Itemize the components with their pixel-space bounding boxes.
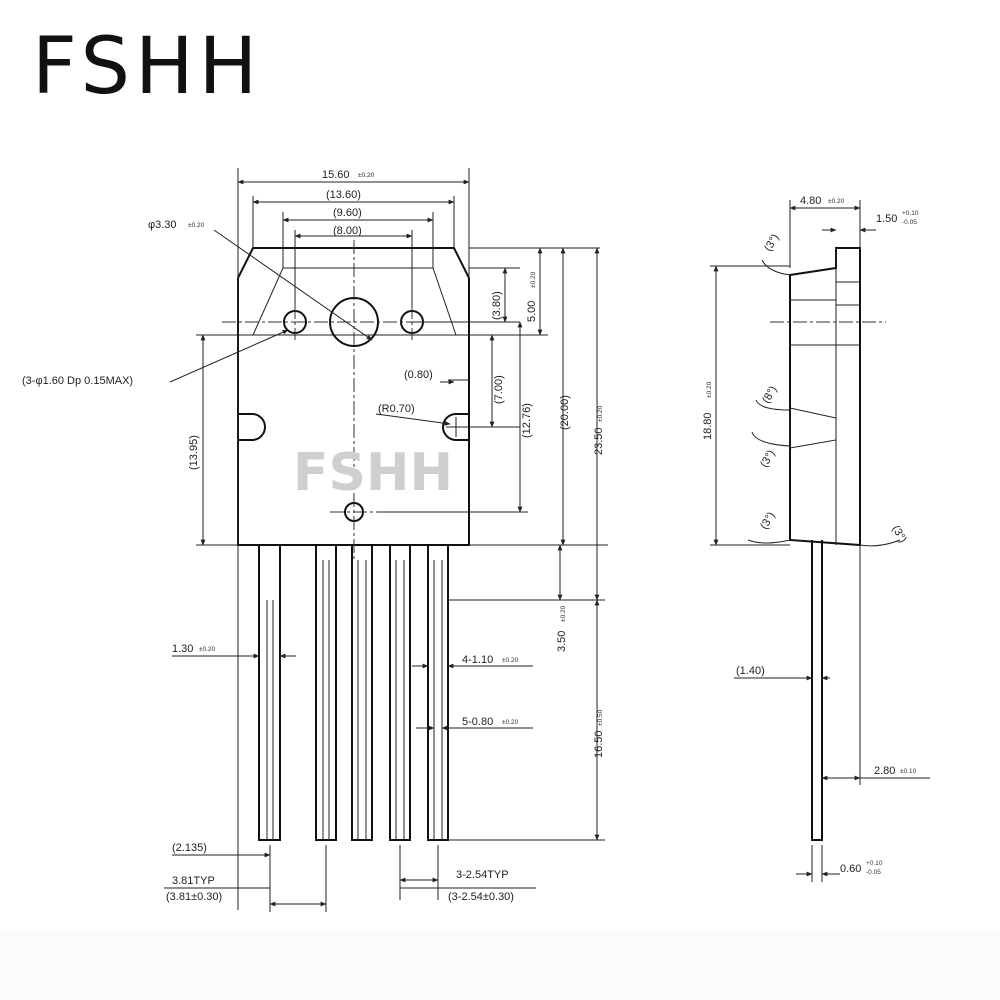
dim-w-130-tol: ±0.20 — [199, 646, 216, 653]
angle-3-mid: (3°) — [758, 448, 777, 469]
side-lead — [811, 540, 823, 841]
dim-h-1880: 18.80 — [702, 412, 714, 440]
dim-width-96: (9.60) — [333, 207, 362, 219]
dim-pitch-254-alt: (3-2.54±0.30) — [448, 891, 514, 903]
watermark: FSHH — [293, 443, 453, 503]
dim-w-480-tol: ±0.20 — [828, 198, 845, 205]
angle-3-left: (3°) — [758, 510, 777, 531]
dim-h-500: 5.00 — [526, 301, 538, 322]
dim-w-080-tol: ±0.20 — [502, 719, 519, 726]
dim-w-060-tol-dn: -0.05 — [866, 869, 881, 876]
dim-h-350-tol: ±0.20 — [560, 605, 567, 622]
dim-width-8: (8.00) — [333, 225, 362, 237]
dim-w-060-tol-up: +0.10 — [866, 860, 883, 867]
dim-w-2135: (2.135) — [172, 842, 207, 854]
dim-pitch-254: 3-2.54TYP — [456, 869, 509, 881]
dim-h-2000: (20.00) — [559, 395, 571, 430]
dim-width-136: (13.60) — [326, 189, 361, 201]
dim-width-total-tol: ±0.20 — [358, 172, 375, 179]
dim-h-080: (0.80) — [404, 369, 433, 381]
dim-pin-holes: (3-φ1.60 Dp 0.15MAX) — [22, 375, 133, 387]
dim-h-700: (7.00) — [493, 375, 505, 404]
dim-h-500-tol: ±0.20 — [530, 271, 537, 288]
dim-w-080: 5-0.80 — [462, 716, 493, 728]
dim-h-1650: 16.50 — [593, 730, 605, 758]
notch-right — [442, 413, 469, 441]
dim-w-140: (1.40) — [736, 665, 765, 677]
front-view: 15.60 ±0.20 (13.60) (9.60) (8.00) φ3.30 … — [22, 168, 608, 912]
dim-w-150: 1.50 — [876, 213, 897, 225]
dim-pitch-381-alt: (3.81±0.30) — [166, 891, 222, 903]
dim-w-060: 0.60 — [840, 863, 861, 875]
side-body — [789, 247, 861, 547]
angle-8: (8°) — [760, 384, 779, 405]
dim-h-380: (3.80) — [491, 291, 503, 320]
dim-pitch-381: 3.81TYP — [172, 875, 215, 887]
dim-w-150-tol-up: +0.10 — [902, 210, 919, 217]
dim-w-150-tol-dn: -0.05 — [902, 219, 917, 226]
dim-r-070: (R0.70) — [378, 403, 415, 415]
dim-hole-dia: φ3.30 — [148, 219, 177, 231]
dim-h-350: 3.50 — [556, 631, 568, 652]
dim-w-480: 4.80 — [800, 195, 821, 207]
dim-h-1276: (12.76) — [521, 403, 533, 438]
dim-w-110: 4-1.10 — [462, 654, 493, 666]
brand-logo: FSHH — [32, 22, 263, 112]
dim-hole-dia-tol: ±0.20 — [188, 222, 205, 229]
dim-w-280-tol: ±0.10 — [900, 768, 917, 775]
dim-w-110-tol: ±0.20 — [502, 657, 519, 664]
dim-w-280: 2.80 — [874, 765, 895, 777]
dim-h-1395: (13.95) — [188, 435, 200, 470]
body-chamfer-line — [252, 267, 457, 336]
side-view: 4.80 ±0.20 1.50 +0.10 -0.05 (3°) 18.80 ±… — [702, 195, 930, 882]
angle-3-right: (3°) — [889, 524, 908, 545]
notch-left — [238, 413, 266, 441]
bottom-band — [0, 930, 1000, 1000]
dim-h-1880-tol: ±0.20 — [706, 381, 713, 398]
dim-w-130: 1.30 — [172, 643, 193, 655]
dim-h-1650-tol: ±0.50 — [597, 709, 604, 726]
dim-h-2350-tol: ±0.20 — [597, 405, 604, 422]
dim-width-total: 15.60 — [322, 169, 350, 181]
dim-h-2350: 23.50 — [593, 427, 605, 455]
angle-3-top: (3°) — [762, 232, 781, 253]
leads — [258, 545, 449, 841]
